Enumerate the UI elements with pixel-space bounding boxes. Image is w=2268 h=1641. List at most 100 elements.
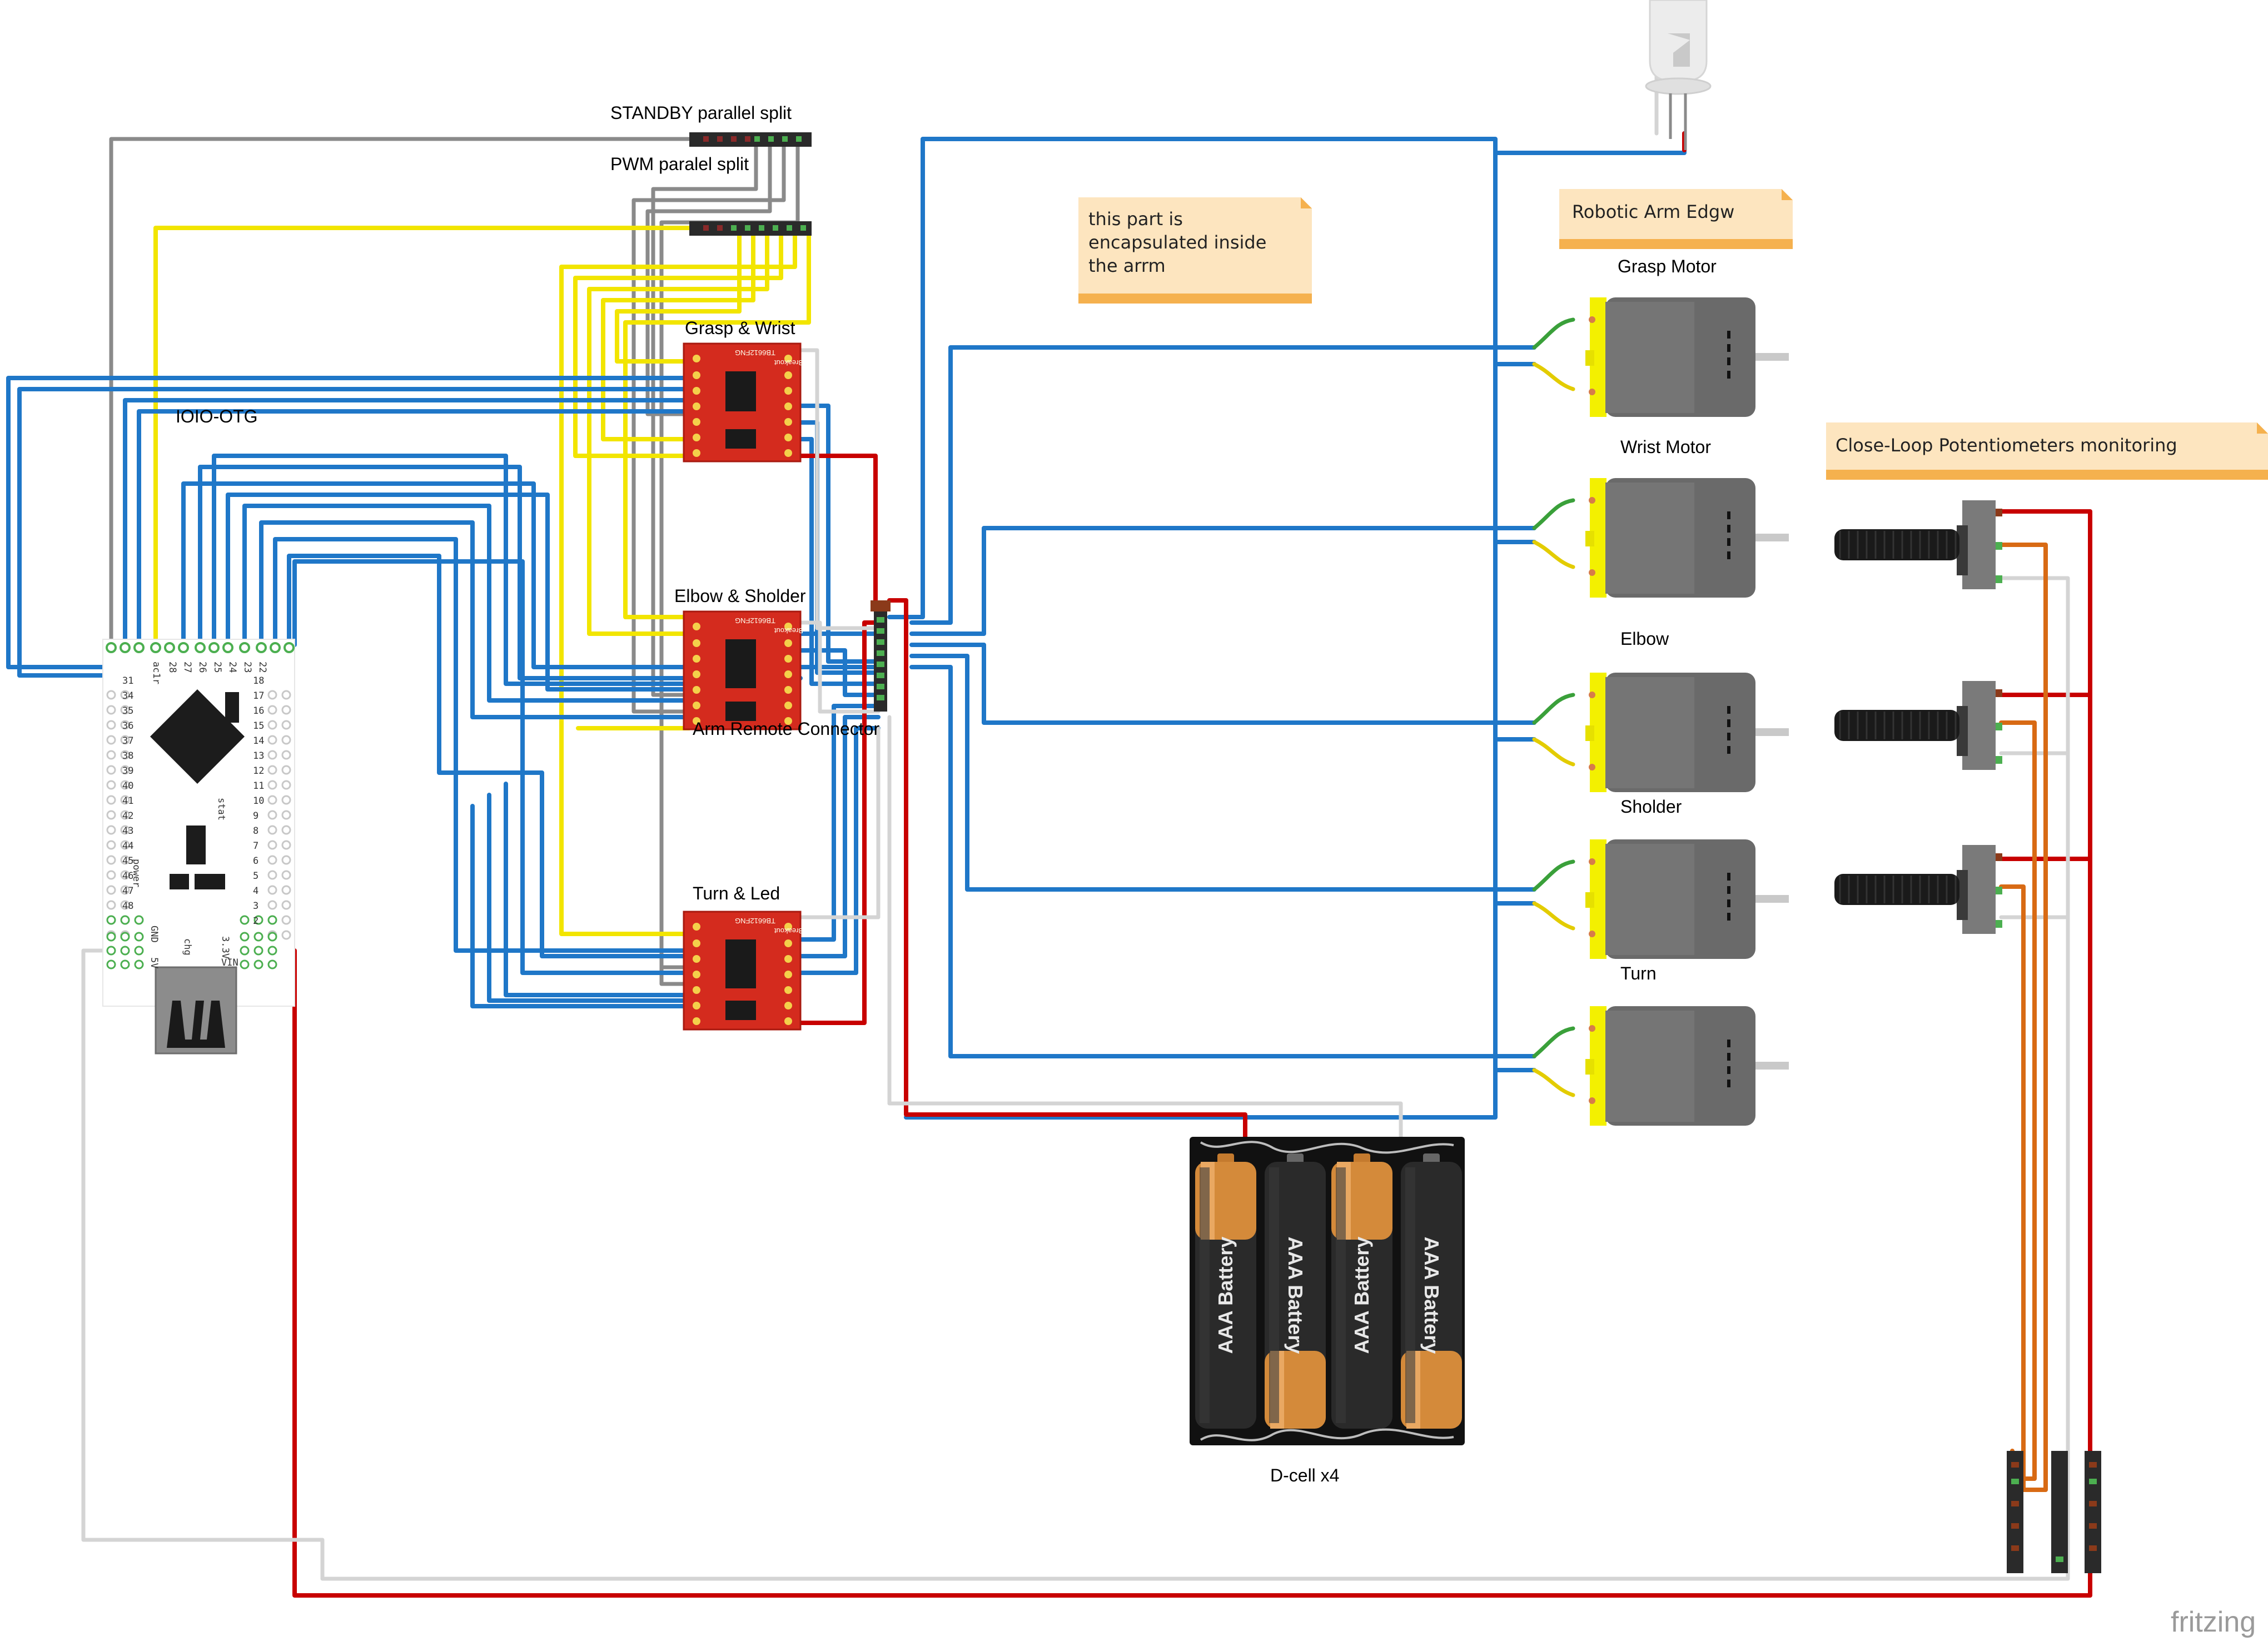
elbow-shoulder-label: Elbow & Sholder [674, 586, 806, 606]
ioio-left-pin-label: 41 [122, 795, 133, 807]
note-encapsulated-line2: encapsulated inside [1088, 232, 1266, 253]
battery-label: AAA Battery [1350, 1237, 1373, 1354]
potentiometer-1 [1834, 500, 2002, 589]
motor-label: Elbow [1620, 629, 1669, 649]
ioio-right-pin-label: 18 [253, 675, 264, 687]
driver-breakout-label: Breakout [774, 626, 803, 635]
ioio-vin-label: VIN [221, 957, 238, 968]
arm-connector-label: Arm Remote Connector [693, 719, 879, 739]
driver-chip-label: TB6612FNG [735, 917, 775, 925]
ioio-top-pin-label: 27 [182, 662, 193, 673]
ioio-right-pin-label: 7 [253, 841, 258, 852]
turn-led-label: Turn & Led [693, 883, 780, 903]
ioio-left-pin-label: 48 [122, 901, 133, 912]
motor-label: Sholder [1620, 797, 1682, 817]
battery-label: AAA Battery [1420, 1237, 1443, 1354]
ioio-gnd-label: GND [148, 926, 160, 943]
ioio-right-pin-label: 13 [253, 750, 264, 762]
ioio-left-pin-label: 36 [122, 720, 133, 732]
ioio-left-pin-label: 39 [122, 765, 133, 777]
note-robotic-arm-text: Robotic Arm Edgw [1572, 201, 1734, 222]
note-robotic-arm: Robotic Arm Edgw [1559, 189, 1793, 249]
arm-remote-connector [871, 600, 891, 712]
ioio-chg-label: chg [182, 938, 193, 956]
ioio-component-4 [195, 874, 225, 889]
ioio-right-pin-label: 14 [253, 735, 264, 747]
ioio-left-pin-label: 43 [122, 826, 133, 837]
note-encapsulated: this part is encapsulated inside the arr… [1078, 197, 1312, 304]
blue-signal-wires [6, 376, 692, 1008]
driver-board-elbow-shoulder: TB6612FNG Breakout [683, 610, 803, 730]
pwm-split-label: PWM paralel split [610, 154, 749, 174]
driver-board-grasp-wrist: TB6612FNG Breakout [683, 342, 803, 463]
ioio-right-pin-label: 2 [253, 916, 258, 927]
grasp-wrist-label: Grasp & Wrist [685, 318, 795, 338]
fritzing-watermark: fritzing [2171, 1606, 2256, 1638]
standby-split-header [689, 132, 812, 147]
note-encapsulated-line3: the arrm [1088, 255, 1166, 276]
ioio-left-pin-label: 46 [122, 871, 133, 882]
potentiometer-3 [1834, 845, 2002, 934]
ioio-right-pin-label: 10 [253, 795, 264, 807]
note-encapsulated-line1: this part is [1088, 208, 1183, 230]
motor-3 [1585, 673, 1789, 792]
ioio-right-pin-label: 6 [253, 856, 258, 867]
ioio-right-pin-label: 16 [253, 705, 264, 717]
ioio-left-pin-label: 37 [122, 735, 133, 747]
blue-motor-wires [887, 131, 1687, 1120]
ioio-power-label: power [131, 859, 142, 887]
driver-breakout-label: Breakout [774, 359, 803, 367]
ioio-stat-label: stat [216, 798, 227, 820]
motor-2 [1585, 478, 1789, 598]
ioio-left-pin-label: 35 [122, 705, 133, 717]
motor-1 [1585, 297, 1789, 417]
note-potentiometers-text: Close-Loop Potentiometers monitoring [1836, 435, 2177, 456]
usb-slot-icon [167, 1001, 225, 1048]
ioio-top-pin-label: 26 [197, 662, 208, 673]
ioio-5v-label: 5V [148, 957, 160, 968]
motor-label: Turn [1620, 963, 1657, 983]
ioio-top-pin-label: 25 [212, 662, 223, 673]
gray-wires [109, 137, 800, 986]
driver-chip-label: TB6612FNG [735, 349, 775, 357]
ioio-top-pin-label: 24 [227, 662, 238, 673]
battery-pack-label: D-cell x4 [1270, 1465, 1339, 1485]
ioio-right-pin-label: 4 [253, 886, 258, 897]
battery-label: AAA Battery [1214, 1237, 1237, 1354]
potentiometers [1834, 500, 2002, 934]
motor-5 [1585, 1006, 1789, 1126]
battery-cell-2: AAA Battery [1265, 1153, 1326, 1429]
potentiometer-2 [1834, 681, 2002, 770]
driver-board-turn-led: TB6612FNG Breakout [683, 911, 803, 1031]
battery-pack: AAA Battery AAA Battery AAA Battery AAA Bat… [1190, 1137, 1465, 1445]
ioio-right-pin-label: 3 [253, 901, 258, 912]
ioio-top-extra-label: ac1r [151, 662, 162, 684]
ioio-left-pin-label: 40 [122, 780, 133, 792]
ioio-right-pin-label: 9 [253, 810, 258, 822]
ioio-top-pin-label: 23 [242, 662, 253, 673]
driver-breakout-label: Breakout [774, 927, 803, 935]
motor-label: Grasp Motor [1618, 256, 1717, 276]
ioio-right-pin-label: 17 [253, 690, 264, 702]
motor-leads [1532, 317, 1575, 1097]
standby-split-label: STANDBY parallel split [610, 103, 792, 123]
ioio-left-pin-label: 45 [122, 856, 133, 867]
ioio-left-pin-label: 44 [122, 841, 133, 852]
battery-cell-3: AAA Battery [1331, 1153, 1392, 1429]
ioio-right-pin-label: 11 [253, 780, 264, 792]
battery-label: AAA Battery [1284, 1237, 1307, 1354]
ioio-left-pin-label: 31 [122, 675, 133, 687]
ioio-right-pin-label: 12 [253, 765, 264, 777]
ioio-left-pin-label: 38 [122, 750, 133, 762]
pwm-split-header [689, 221, 812, 236]
motor-4 [1585, 839, 1789, 959]
ioio-top-pin-label: 22 [257, 662, 268, 673]
pot-headers [2007, 1451, 2101, 1573]
ioio-chip [150, 689, 245, 784]
white-wires [81, 0, 2070, 1581]
led-anvil-icon [1668, 33, 1690, 67]
battery-cell-1: AAA Battery [1195, 1153, 1256, 1429]
